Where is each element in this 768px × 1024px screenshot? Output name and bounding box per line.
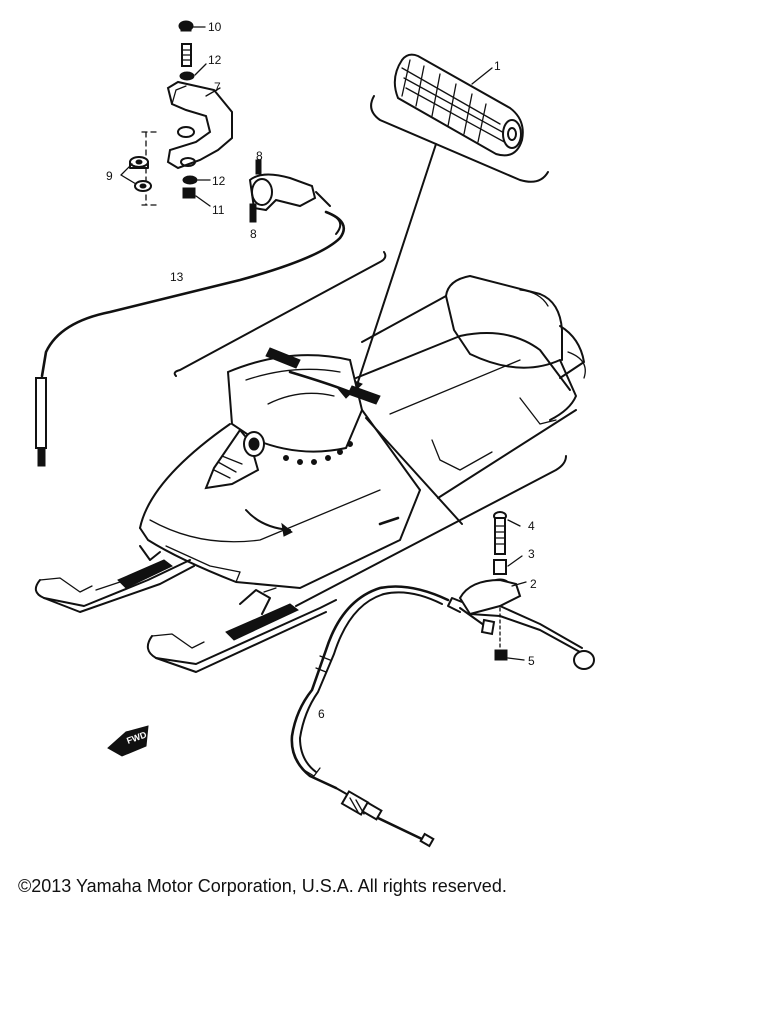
lever-bracket-7	[166, 80, 233, 170]
brake-lever-assembly	[447, 511, 595, 670]
callout-8-upper: 8	[256, 149, 263, 163]
bolt-4	[493, 511, 507, 555]
nut-9-upper	[129, 156, 149, 169]
callout-12-upper: 12	[208, 53, 222, 67]
callout-9: 9	[106, 169, 113, 183]
ski-left	[34, 559, 195, 613]
callout-5: 5	[528, 654, 535, 668]
callout-10: 10	[208, 20, 222, 34]
nut-5	[494, 649, 508, 661]
bolt-upper	[181, 43, 192, 67]
nut-9-lower	[134, 180, 152, 192]
callout-7: 7	[214, 80, 221, 94]
snowmobile-body	[139, 275, 586, 589]
callout-6: 6	[318, 707, 325, 721]
callout-3: 3	[528, 547, 535, 561]
lever-2	[447, 578, 595, 670]
ski-right	[146, 587, 337, 673]
fwd-arrow-icon: FWD	[107, 725, 149, 757]
handle-grip-1	[393, 53, 524, 157]
callout-11: 11	[212, 203, 225, 217]
nut-11	[182, 187, 196, 199]
nut-10	[178, 20, 194, 32]
copyright-notice: ©2013 Yamaha Motor Corporation, U.S.A. A…	[18, 876, 507, 896]
throttle-cable-13	[35, 210, 345, 467]
parts-diagram: FWD 10 12 7 8 9 12 11 8 13 1 4 3 2 5 6	[34, 20, 595, 848]
collar-3	[493, 559, 507, 575]
throttle-bracket-assembly	[35, 20, 345, 467]
callout-2: 2	[530, 577, 537, 591]
washer-12-lower	[182, 175, 198, 185]
callout-8-lower: 8	[250, 227, 257, 241]
callout-12-lower: 12	[212, 174, 226, 188]
handlebar-grip-left	[265, 347, 301, 369]
washer-12-upper	[179, 71, 195, 81]
cable-housing	[248, 159, 331, 223]
callout-1: 1	[494, 59, 501, 73]
brake-cable-6	[290, 585, 450, 848]
callout-13: 13	[170, 270, 184, 284]
callout-4: 4	[528, 519, 535, 533]
